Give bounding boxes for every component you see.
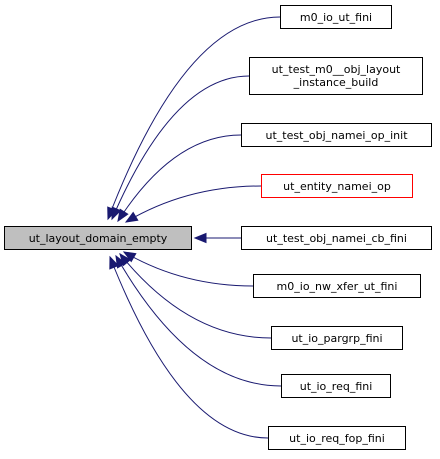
- node-label: ut_entity_namei_op: [283, 179, 391, 193]
- node-ut-io-req-fini[interactable]: ut_io_req_fini: [281, 374, 391, 398]
- edge-c8-to-root: [109, 255, 269, 439]
- node-ut-test-obj-namei-cb-fini[interactable]: ut_test_obj_namei_cb_fini: [241, 226, 432, 250]
- edge-arrowhead: [122, 251, 137, 263]
- node-label: ut_io_req_fini: [299, 379, 373, 393]
- edge-line: [109, 256, 269, 439]
- node-ut-layout-domain-empty[interactable]: ut_layout_domain_empty: [4, 226, 192, 250]
- node-label: ut_layout_domain_empty: [28, 231, 168, 245]
- edge-arrowhead: [109, 255, 120, 270]
- edge-line: [111, 75, 250, 220]
- edge-line: [115, 255, 282, 387]
- edge-c5-to-root: [122, 251, 254, 287]
- edge-arrowhead: [111, 206, 122, 221]
- node-label: ut_test_m0__obj_layout _instance_build: [271, 63, 401, 89]
- node-ut-entity-namei-op[interactable]: ut_entity_namei_op: [261, 174, 413, 198]
- edge-c1-to-root: [111, 75, 250, 221]
- node-ut-test-obj-namei-op-init[interactable]: ut_test_obj_namei_op_init: [241, 123, 432, 147]
- node-ut-test-m0-obj-layout-instance-build[interactable]: ut_test_m0__obj_layout _instance_build: [249, 57, 423, 95]
- edge-arrowhead: [115, 254, 127, 269]
- node-label: m0_io_ut_fini: [299, 10, 373, 24]
- edge-arrowhead: [193, 232, 207, 244]
- node-label: ut_io_pargrp_fini: [291, 331, 383, 345]
- edge-line: [123, 251, 254, 287]
- edge-c0-to-root: [107, 16, 281, 221]
- edge-line: [117, 134, 242, 222]
- node-label: ut_test_obj_namei_op_init: [265, 128, 408, 142]
- edge-c6-to-root: [119, 252, 272, 339]
- node-m0-io-ut-fini[interactable]: m0_io_ut_fini: [280, 5, 392, 29]
- edge-arrowhead: [124, 211, 139, 223]
- node-ut-io-req-fop-fini[interactable]: ut_io_req_fop_fini: [268, 426, 406, 450]
- edge-line: [107, 16, 281, 220]
- node-m0-io-nw-xfer-ut-fini[interactable]: m0_io_nw_xfer_ut_fini: [253, 274, 421, 298]
- edge-line: [119, 253, 272, 339]
- node-ut-io-pargrp-fini[interactable]: ut_io_pargrp_fini: [271, 326, 403, 350]
- node-label: m0_io_nw_xfer_ut_fini: [276, 279, 398, 293]
- edge-c4-to-root: [193, 232, 241, 244]
- node-label: ut_io_req_fop_fini: [289, 431, 385, 445]
- edge-c3-to-root: [124, 185, 262, 223]
- edge-c2-to-root: [117, 134, 242, 223]
- edge-arrowhead: [117, 208, 129, 223]
- edge-line: [125, 185, 262, 223]
- edge-c7-to-root: [115, 254, 282, 387]
- node-label: ut_test_obj_namei_cb_fini: [266, 231, 407, 245]
